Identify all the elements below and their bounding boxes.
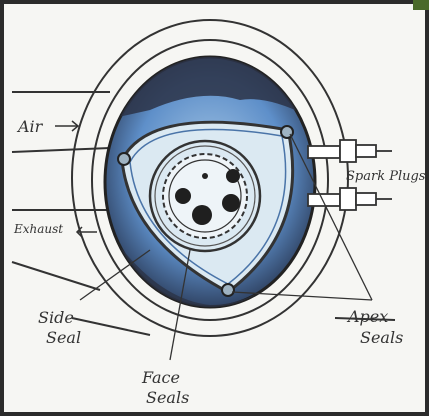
apex-seals-label-line2: Seals: [360, 328, 403, 347]
gear-hole-1: [175, 188, 191, 204]
gear-hole-3: [222, 194, 240, 212]
air-label: Air: [16, 117, 44, 136]
exhaust-arrow: [77, 227, 97, 237]
face-seals-label-line2: Seals: [146, 388, 189, 407]
spark-plug-lower: [308, 188, 392, 210]
exhaust-label: Exhaust: [13, 222, 63, 236]
shaft-center: [202, 173, 208, 179]
spark-plug-upper: [308, 140, 392, 162]
air-arrow: [55, 121, 78, 131]
side-seal-label-line1: Side: [38, 308, 74, 327]
gear-hole-2: [226, 169, 240, 183]
spark-plugs-label: Spark Plugs: [346, 169, 426, 184]
lower-support: [72, 318, 395, 335]
apex-seal-left: [118, 153, 130, 165]
side-seal-label-line2: Seal: [46, 328, 81, 347]
apex-seals-label-line1: Apex: [346, 307, 388, 326]
gear-hole-4: [192, 205, 212, 225]
face-seals-label-line1: Face: [141, 368, 180, 387]
apex-seal-bottom: [222, 284, 234, 296]
